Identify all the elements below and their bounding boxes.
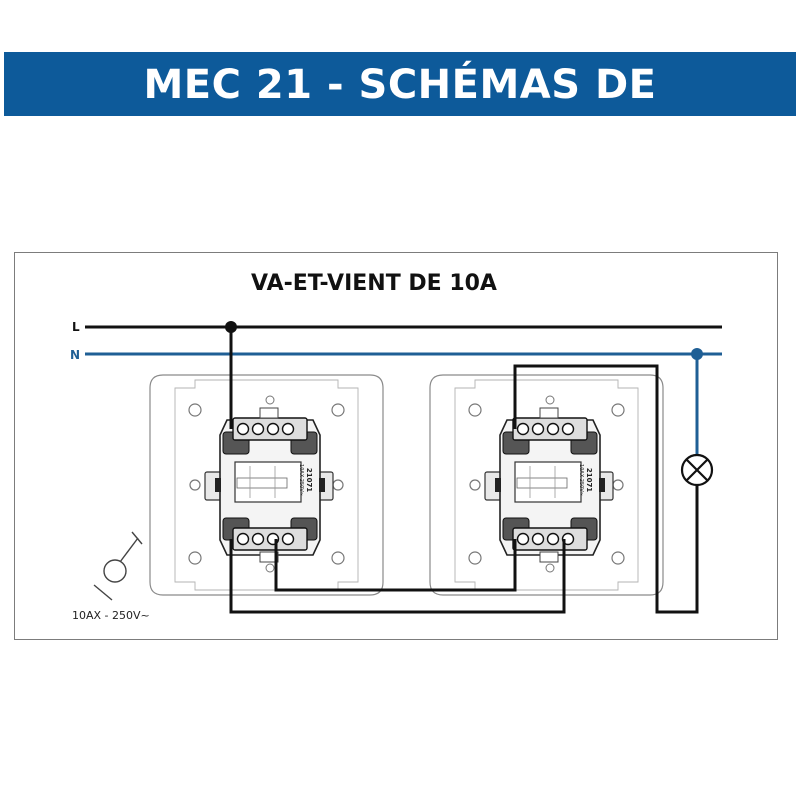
live-label: L bbox=[72, 320, 80, 334]
left-switch-rating: 10AX-250V~ bbox=[298, 464, 304, 496]
wire-switch-to-lamp bbox=[513, 364, 699, 614]
diagram-title: VA-ET-VIENT DE 10A bbox=[251, 271, 497, 296]
neutral-label: N bbox=[70, 348, 80, 362]
switch-symbol-icon bbox=[93, 531, 143, 601]
page-title: MEC 21 - SCHÉMAS DE CONNEXION bbox=[143, 62, 657, 174]
diagram-frame bbox=[14, 252, 778, 640]
rating-note: 10AX - 250V~ bbox=[72, 609, 150, 622]
lamp-icon bbox=[680, 453, 714, 487]
right-switch-rating: 10AX-250V~ bbox=[578, 464, 584, 496]
left-switch-mechanism: 21071 10AX-250V~ bbox=[149, 374, 384, 596]
wiring bbox=[229, 327, 699, 614]
wire-traveller-1 bbox=[229, 539, 566, 614]
right-switch-mechanism: 21071 10AX-250V~ bbox=[429, 374, 664, 596]
header-banner: MEC 21 - SCHÉMAS DE CONNEXION bbox=[4, 52, 796, 174]
left-switch-ref: 21071 bbox=[305, 468, 313, 492]
live-junction bbox=[225, 321, 237, 333]
right-switch-ref: 21071 bbox=[585, 468, 593, 492]
neutral-junction bbox=[691, 348, 703, 360]
wire-traveller-2 bbox=[274, 539, 517, 592]
